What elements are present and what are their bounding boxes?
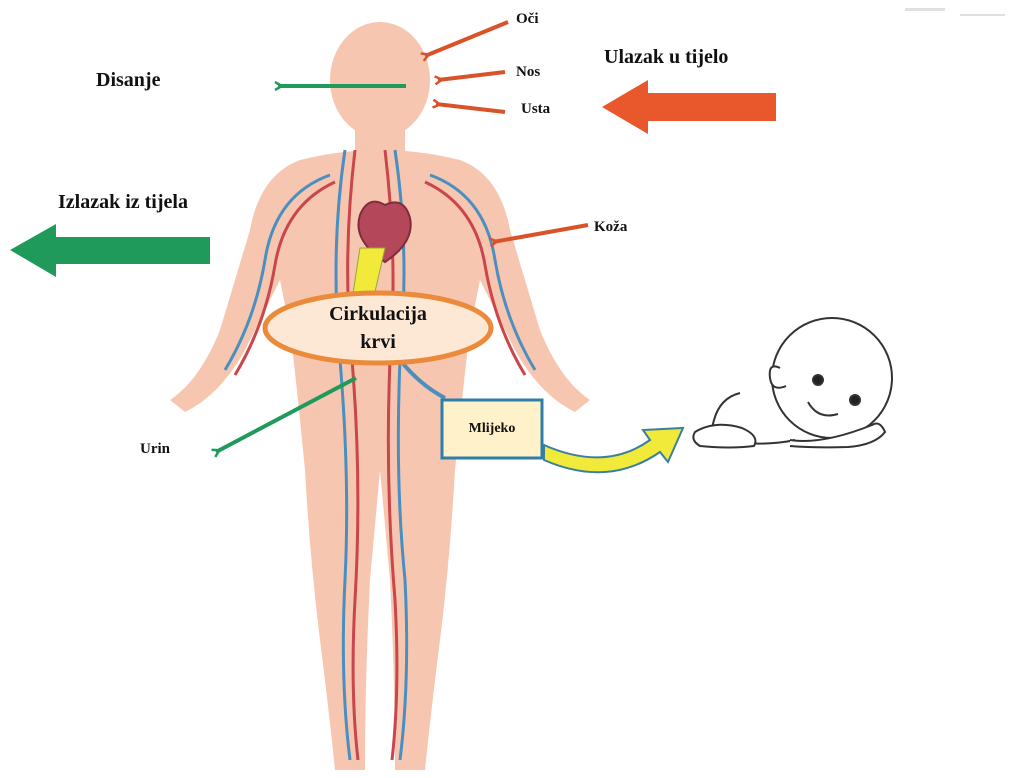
eyes-arrow [425,22,508,56]
exit-title: Izlazak iz tijela [58,191,188,214]
decorative-marks [905,8,1005,16]
eyes-label: Oči [516,11,539,28]
circulation-label-line1: Cirkulacija [262,300,494,328]
exit-big-arrow-icon [10,224,210,277]
urine-label: Urin [140,441,170,458]
entry-title: Ulazak u tijelo [604,46,728,69]
baby-illustration [693,318,892,448]
entry-big-arrow-icon [602,80,776,134]
mouth-arrow [436,104,505,112]
mouth-label: Usta [521,101,550,118]
milk-label: Mlijeko [442,400,542,458]
nose-arrow [438,72,505,80]
circulation-label: Cirkulacija krvi [262,300,494,356]
human-body-silhouette [170,22,590,770]
skin-label: Koža [594,219,627,236]
nose-label: Nos [516,64,540,81]
milk-to-baby-arrow-icon [544,428,683,472]
breathing-label: Disanje [96,69,160,92]
circulation-label-line2: krvi [262,328,494,356]
